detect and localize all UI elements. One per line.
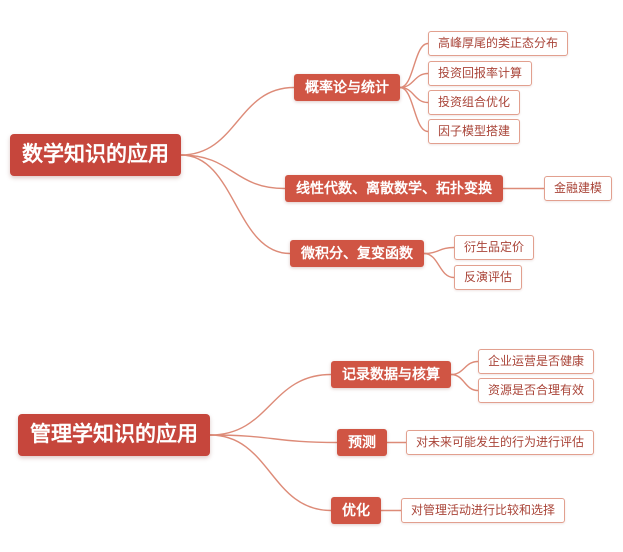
leaf-node: 金融建模 [544,176,613,201]
leaf-node: 反演评估 [454,265,523,290]
branch-prediction: 预测 [337,429,387,456]
branch-optimization: 优化 [331,497,381,524]
leaf-node: 资源是否合理有效 [478,378,595,403]
leaf-node: 对管理活动进行比较和选择 [401,498,566,523]
branch-record-data-accounting: 记录数据与核算 [331,361,451,388]
root-node-math-knowledge: 数学知识的应用 [10,134,181,176]
leaf-node: 企业运营是否健康 [478,349,595,374]
root-node-management-knowledge: 管理学知识的应用 [18,414,210,456]
leaf-node: 高峰厚尾的类正态分布 [428,31,569,56]
leaf-node: 因子模型搭建 [428,119,521,144]
leaf-node: 投资组合优化 [428,90,521,115]
branch-probability-statistics: 概率论与统计 [294,74,400,101]
leaf-node: 衍生品定价 [454,235,535,260]
branch-calculus-complex-functions: 微积分、复变函数 [290,240,424,267]
leaf-node: 对未来可能发生的行为进行评估 [406,430,595,455]
leaf-node: 投资回报率计算 [428,61,533,86]
branch-linear-algebra-discrete-topology: 线性代数、离散数学、拓扑变换 [285,175,503,202]
